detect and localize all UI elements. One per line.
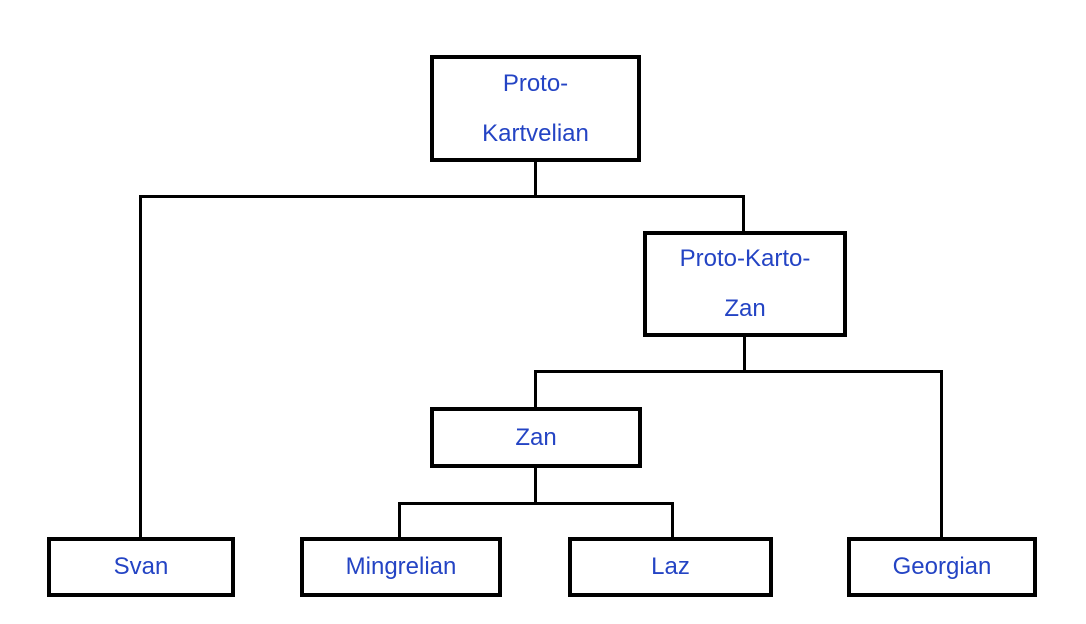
connector-level3-horizontal [398, 502, 674, 505]
node-proto-kartvelian-label-line2: Kartvelian [482, 119, 589, 147]
connector-to-georgian [940, 370, 943, 537]
node-svan: Svan [47, 537, 235, 597]
node-proto-kartvelian: Proto- Kartvelian [430, 55, 641, 162]
connector-to-laz [671, 502, 674, 537]
node-georgian: Georgian [847, 537, 1037, 597]
node-mingrelian-label: Mingrelian [345, 553, 457, 580]
node-laz-label: Laz [651, 553, 690, 580]
connector-to-proto-karto-zan [742, 195, 745, 231]
node-zan: Zan [430, 407, 642, 468]
node-proto-karto-zan-label-line2: Zan [724, 295, 766, 322]
connector-level1-horizontal [139, 195, 745, 198]
node-proto-karto-zan-label-line1: Proto-Karto- [679, 245, 811, 272]
connector-to-svan [139, 195, 142, 537]
connector-to-zan [534, 370, 537, 407]
node-georgian-label: Georgian [892, 553, 992, 580]
node-laz: Laz [568, 537, 773, 597]
connector-to-mingrelian [398, 502, 401, 537]
connector-zan-stem [534, 468, 537, 503]
node-svan-label: Svan [113, 553, 169, 580]
node-proto-karto-zan: Proto-Karto- Zan [643, 231, 847, 337]
node-mingrelian: Mingrelian [300, 537, 502, 597]
node-proto-kartvelian-label-line1: Proto- [502, 69, 569, 97]
connector-proto-kartvelian-stem [534, 162, 537, 196]
node-zan-label: Zan [515, 423, 557, 451]
connector-proto-karto-zan-stem [743, 337, 746, 371]
connector-level2-horizontal [534, 370, 943, 373]
